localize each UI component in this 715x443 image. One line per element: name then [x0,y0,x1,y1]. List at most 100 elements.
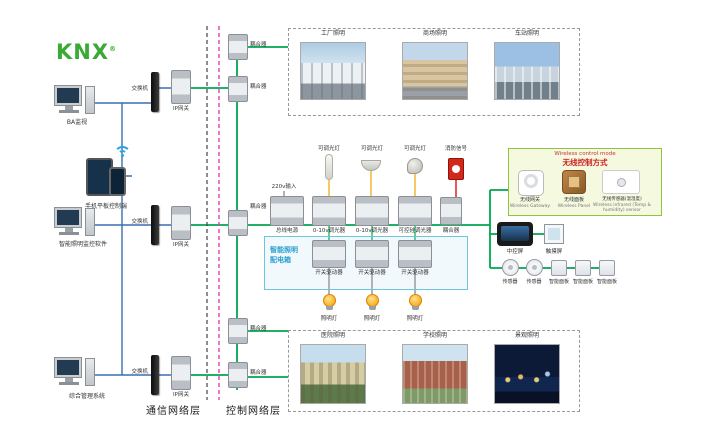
workstation-ba [55,86,99,118]
wireless-sensor-label-en: Wireless infrared (Temp & humidity) sens… [592,203,652,213]
coupler-2-label: 耦合器 [250,84,267,90]
distribution-box-label-1: 智能照明 [270,246,298,254]
fire-alarm-icon [448,158,464,180]
ip-gateway-3 [171,356,191,390]
switch-3-label: 交换机 [131,369,148,375]
mobile-tablet-label: 手机平板控制端 [84,203,127,210]
wireless-gateway-label-en: Wireless Gateway [509,204,551,209]
monitor-icon [55,86,81,105]
layer-label-ctrl: 控制网络层 [226,406,281,417]
bus-coupler-2 [228,76,248,102]
ip-gateway-1 [171,70,191,104]
sensor-1-label: 传感器 [502,279,518,285]
monitor-icon [55,208,81,227]
dimmer-0-10v-2 [355,196,389,226]
driver-2-label: 开关驱动器 [358,270,386,276]
wireless-panel-icon [562,170,586,194]
network-switch-3 [151,355,159,395]
wifi-icon [114,146,134,160]
light-2-label: 可调光灯 [360,146,383,152]
wireless-sensor-icon [602,170,640,194]
ethernet-lines [95,87,171,376]
coupler-1-label: 耦合器 [250,42,267,48]
scene-top-1-label: 工厂照明 [320,30,345,37]
load-lines [283,191,416,294]
mobile-tablet-group [86,146,138,200]
coupler-5-label: 耦合器 [250,370,267,376]
layer-label-comm: 通信网络层 [146,406,201,417]
smart-panel-icon-1 [551,260,567,276]
scr-dimmer-label: 可控硅调光器 [398,228,432,234]
dimmer-1-label: 0-10v调光器 [312,228,346,234]
dimmer-0-10v-1 [312,196,346,226]
lamp-1-label: 照明灯 [320,316,338,322]
lamp-icon-2 [365,294,379,310]
scr-dimmer [398,196,432,226]
switch-2-label: 交换机 [131,219,148,225]
power-in-label: 220v输入 [271,184,297,190]
smart-panel-icon-2 [575,260,591,276]
smart-panel-3-label: 智能面板 [596,279,617,285]
driver-1-label: 开关驱动器 [315,270,343,276]
scene-bottom-3-label: 景观照明 [514,332,539,339]
lamp-3-label: 照明灯 [406,316,424,322]
tower-icon [85,86,95,114]
dimmer-2-label: 0-10v调光器 [355,228,389,234]
wireless-title-en: Wireless control mode [554,151,616,157]
scene-top-3-label: 车站照明 [514,30,539,37]
central-screen-icon [497,222,533,246]
scene-top-2-label: 商场照明 [422,30,447,37]
scene-photo-school [402,344,468,404]
bus-coupler-1 [228,34,248,60]
touch-screen-icon [544,224,564,244]
scene-bottom-2-label: 学校照明 [422,332,447,339]
sensor-icon-1 [502,259,519,276]
switch-driver-3 [398,240,432,268]
lamp-icon-1 [322,294,336,310]
wireless-gateway-label: 无线网关 [519,197,540,203]
lamp-icon-3 [408,294,422,310]
scene-photo-station [494,42,560,100]
row-coupler [440,197,462,225]
central-screen-label: 中控屏 [506,249,524,255]
lamp-2-label: 照明灯 [363,316,381,322]
network-switch-2 [151,205,159,245]
knx-logo: KNX® [56,40,118,64]
light-1-label: 可调光灯 [317,146,340,152]
scene-bottom-1-label: 医院照明 [320,332,345,339]
spotlight-icon [407,158,423,174]
wireless-panel-label-en: Wireless Panel [557,204,591,209]
wireless-panel-label: 无线面板 [563,197,584,203]
switch-1-label: 交换机 [131,86,148,92]
lighting-software-label: 智能照明监控软件 [58,241,107,248]
scene-photo-mall [402,42,468,100]
bus-coupler-5 [228,362,248,388]
tower-icon [85,208,95,236]
bus-power-supply [270,196,304,226]
ip-gateway-1-label: IP网关 [173,106,189,112]
scene-photo-landscape [494,344,560,404]
monitor-icon [55,358,81,377]
tower-icon [85,358,95,386]
dimmer-lamp-lines [328,171,416,196]
sensor-2-label: 传感器 [526,279,542,285]
fire-signal-label: 消防信号 [444,146,467,152]
row-coupler-label: 耦合器 [442,228,460,234]
ip-gateway-3-label: IP网关 [173,392,189,398]
wireless-title-zh: 无线控制方式 [562,158,608,167]
tube-light-icon [325,154,333,180]
scene-photo-hospital [300,344,366,404]
driver-3-label: 开关驱动器 [401,270,429,276]
phone-icon [109,167,126,196]
wireless-gateway-icon [518,170,544,196]
scene-photo-factory [300,42,366,100]
scene-zone-top [288,28,580,116]
ip-gateway-2-label: IP网关 [173,242,189,248]
driver-bus-drops [328,226,416,240]
scene-zone-bottom [288,330,580,412]
sensor-icon-2 [526,259,543,276]
network-switch-1 [151,72,159,112]
bus-coupler-4 [228,318,248,344]
workstation-ba-label: BA监视 [66,119,88,126]
